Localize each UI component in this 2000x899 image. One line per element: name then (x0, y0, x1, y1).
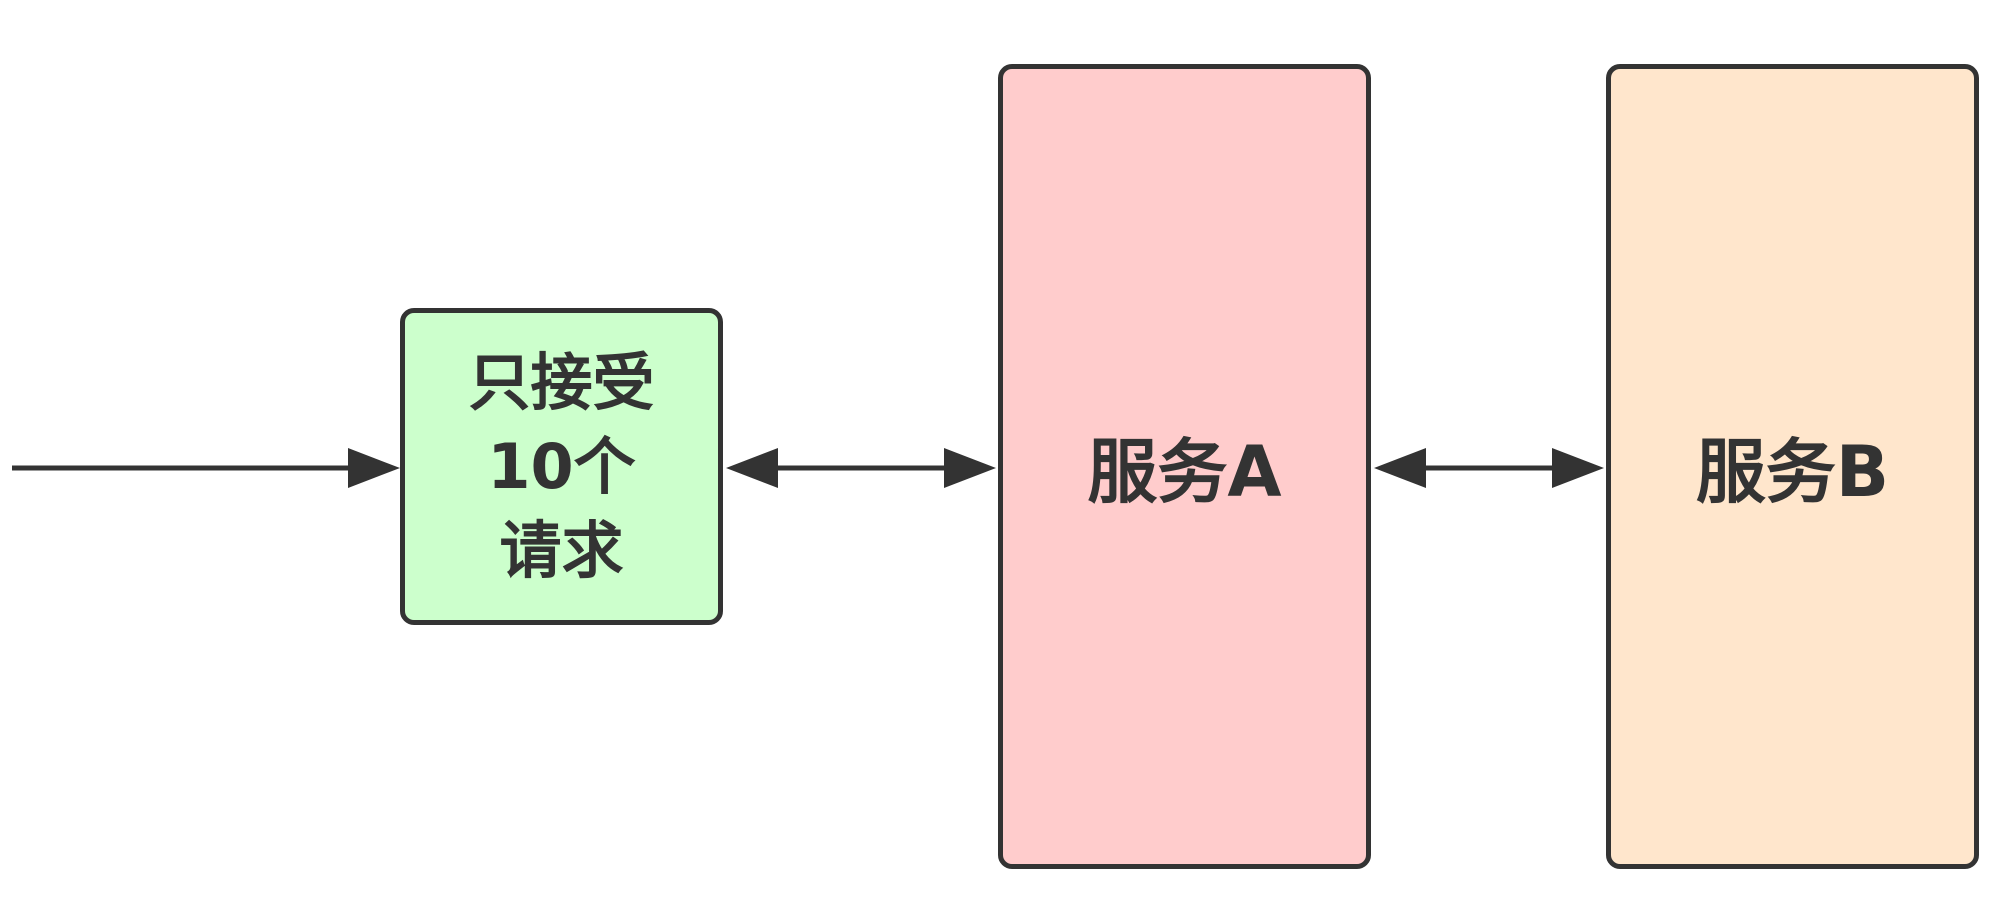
limiter-service-a-arrow (726, 448, 996, 488)
service-b-label: 服务B (1695, 431, 1890, 513)
rate-limiter-box: 只接受 10个 请求 (400, 308, 723, 625)
service-a-box: 服务A (998, 64, 1371, 869)
rate-limiter-label: 只接受 10个 请求 (468, 345, 655, 587)
service-a-label: 服务A (1087, 431, 1282, 513)
service-b-box: 服务B (1606, 64, 1979, 869)
incoming-arrow (12, 448, 400, 488)
service-a-service-b-arrow (1374, 448, 1604, 488)
